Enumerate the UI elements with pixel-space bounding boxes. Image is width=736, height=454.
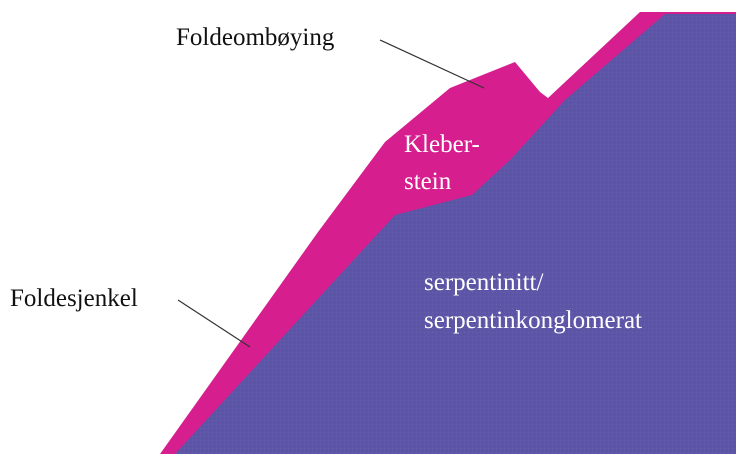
- serpentinite-label-line2: serpentinkonglomerat: [424, 307, 642, 334]
- fold-limb-leader-line: [177, 299, 251, 348]
- fold-limb-label: Foldesjenkel: [10, 285, 138, 312]
- soapstone-label-line1: Kleber-: [404, 131, 480, 158]
- soapstone-label-line2: stein: [404, 168, 452, 195]
- fold-hinge-leader-line: [379, 39, 485, 89]
- serpentinite-texture: [175, 14, 736, 454]
- fold-hinge-label: Foldeombøying: [176, 24, 335, 51]
- serpentinite-label-line1: serpentinitt/: [424, 269, 543, 296]
